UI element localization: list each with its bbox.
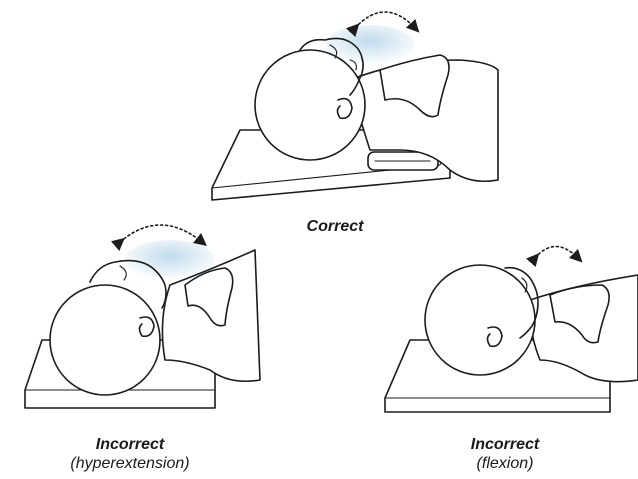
illustration-correct xyxy=(211,11,499,201)
infant-arm xyxy=(379,54,450,118)
infant-head xyxy=(49,284,161,396)
curved-double-arrow-icon xyxy=(110,224,207,252)
infant-ear xyxy=(486,326,503,348)
caption-hyperextension: Incorrect (hyperextension) xyxy=(40,435,220,473)
curved-double-arrow-icon xyxy=(525,245,583,268)
panel-correct xyxy=(200,0,500,215)
caption-flexion-subtitle: (flexion) xyxy=(476,455,534,472)
caption-hyperextension-title: Incorrect xyxy=(95,436,165,453)
illustration-flexion xyxy=(384,245,638,413)
caption-correct: Correct xyxy=(290,217,380,236)
infant-face xyxy=(299,37,364,96)
infant-head xyxy=(254,49,366,161)
caption-hyperextension-subtitle: (hyperextension) xyxy=(70,455,190,472)
infant-arm xyxy=(549,284,610,344)
infant-ear xyxy=(336,97,353,120)
panel-flexion xyxy=(380,230,638,425)
infant-arm xyxy=(184,267,234,327)
caption-flexion-title: Incorrect xyxy=(470,436,540,453)
infant-face xyxy=(89,259,167,309)
curved-double-arrow-icon xyxy=(345,11,420,38)
infant-head xyxy=(424,264,536,376)
illustration-hyperextension xyxy=(24,224,261,409)
panel-hyperextension xyxy=(20,210,280,420)
infant-ear xyxy=(138,316,155,338)
infant-face xyxy=(504,266,539,339)
caption-flexion: Incorrect (flexion) xyxy=(440,435,570,473)
caption-correct-title: Correct xyxy=(306,218,364,235)
